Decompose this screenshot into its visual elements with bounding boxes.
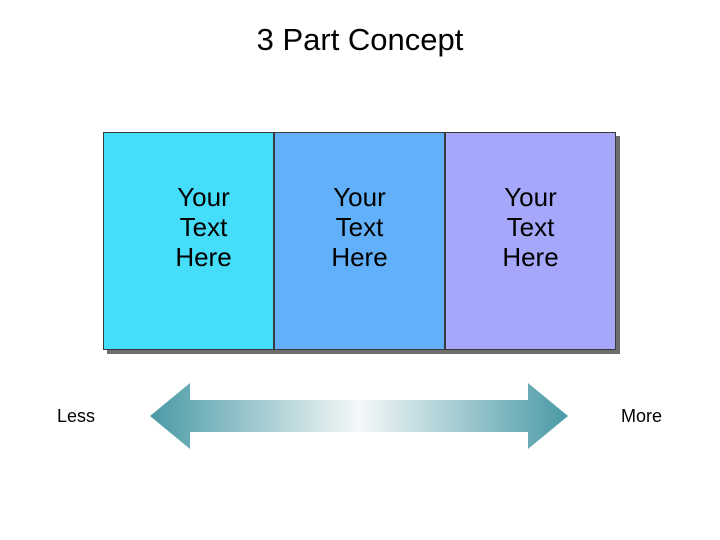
double-arrow-shape: [150, 383, 568, 449]
concept-panel-1: Your Text Here: [104, 133, 275, 349]
three-part-panels: Your Text Here Your Text Here Your Text …: [103, 132, 620, 354]
scale-right-label: More: [621, 406, 663, 426]
scale-left-label: Less: [57, 406, 96, 426]
concept-panel-3-text: Your Text Here: [502, 182, 559, 272]
concept-panel-3: Your Text Here: [446, 133, 615, 349]
concept-panel-2: Your Text Here: [275, 133, 446, 349]
double-arrow-icon: [150, 383, 568, 449]
concept-panel-2-text: Your Text Here: [331, 182, 388, 272]
panels-row: Your Text Here Your Text Here Your Text …: [103, 132, 616, 350]
slide-title: 3 Part Concept: [256, 22, 464, 57]
concept-panel-1-text: Your Text Here: [175, 182, 232, 272]
